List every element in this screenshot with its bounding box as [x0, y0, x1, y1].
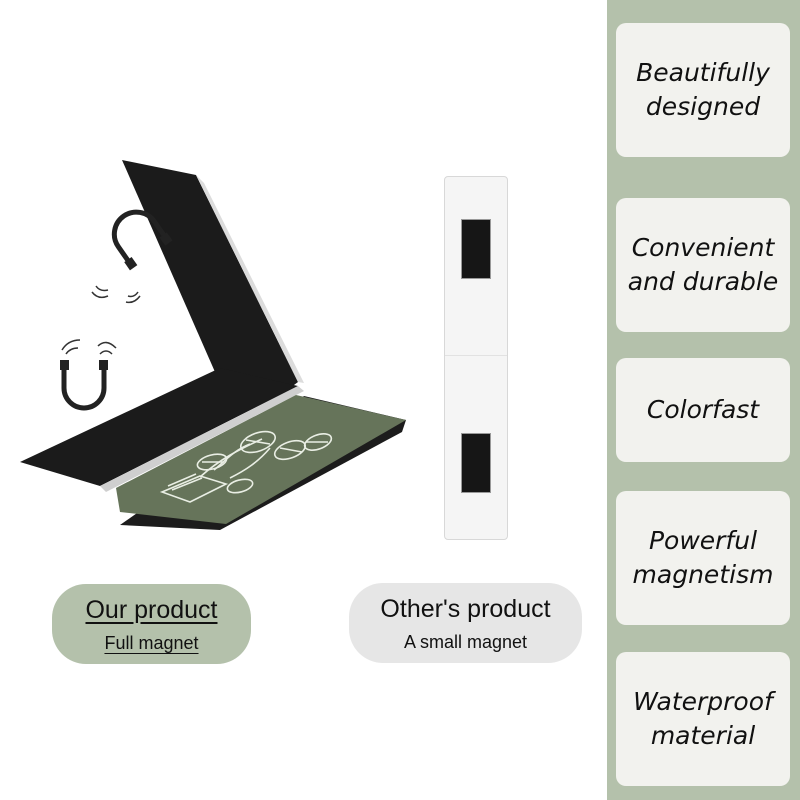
others-product-label: Other's product A small magnet: [349, 583, 582, 663]
small-magnet-bottom: [461, 433, 491, 493]
horseshoe-magnet-icon: [60, 360, 108, 411]
feature-tile-waterproof: Waterproof material: [616, 652, 790, 786]
bookmark-upper-panel: [122, 160, 304, 388]
feature-text: Beautifully designed: [636, 58, 770, 121]
feature-tile-magnetism: Powerful magnetism: [616, 491, 790, 625]
magnetic-waves-icon: [91, 285, 141, 304]
others-product-title: Other's product: [380, 594, 551, 623]
feature-text: Waterproof material: [633, 687, 773, 750]
feature-tile-design: Beautifully designed: [616, 23, 790, 157]
others-product-subtitle: A small magnet: [403, 631, 528, 652]
plant-drawing: [159, 430, 333, 503]
our-product-label: Our product Full magnet: [52, 584, 251, 664]
bookmark-lower-panel: [20, 368, 304, 492]
feature-tile-colorfast: Colorfast: [616, 358, 790, 462]
horseshoe-magnet-icon: [111, 209, 173, 271]
fold-line: [445, 355, 507, 356]
feature-text: Colorfast: [646, 395, 760, 425]
our-product-title: Our product: [85, 595, 218, 624]
feature-sidebar: Beautifully designed Convenient and dura…: [607, 0, 800, 800]
small-magnet-top: [461, 219, 491, 279]
feature-text: Powerful magnetism: [632, 526, 774, 589]
feature-tile-durability: Convenient and durable: [616, 198, 790, 332]
our-product-subtitle: Full magnet: [104, 632, 199, 653]
feature-text: Convenient and durable: [627, 233, 779, 296]
other-bookmark-strip: [444, 176, 508, 540]
magnetic-waves-icon: [61, 339, 117, 355]
green-plant-bookmark: [116, 395, 406, 530]
our-bookmark-illustration: [20, 160, 406, 530]
